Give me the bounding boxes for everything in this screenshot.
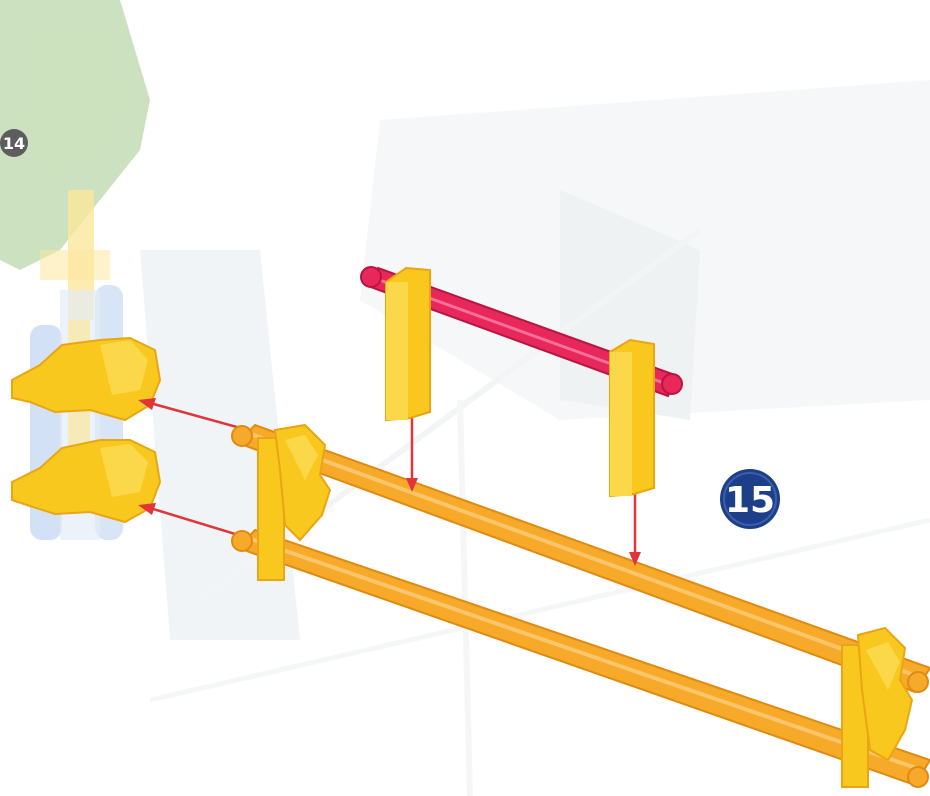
step-15-badge: 15 [720,469,780,529]
step-14-label: 14 [3,134,25,153]
arrow-down-icon [406,412,418,492]
arrow-down-icon [629,492,641,566]
yellow-connector-rod-right [610,340,654,496]
step-15-label: 15 [725,480,775,521]
yellow-connector-rod-left [386,268,430,420]
step-14-badge: 14 [0,129,28,157]
